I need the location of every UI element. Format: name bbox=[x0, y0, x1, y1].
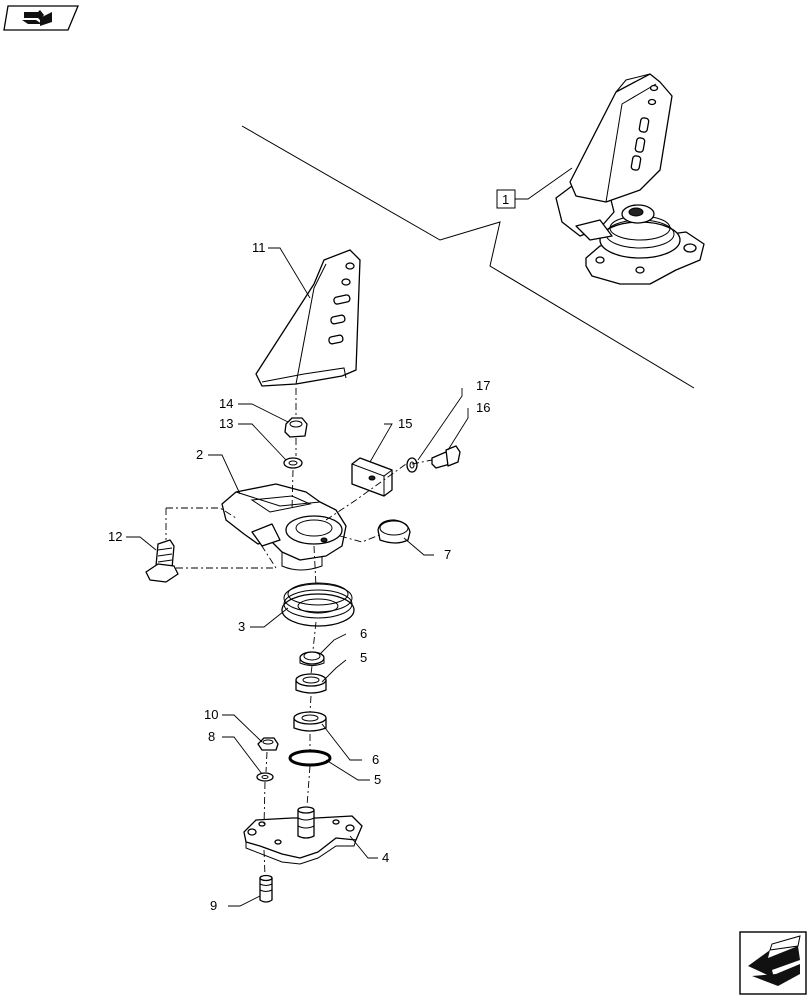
book-arrow-icon[interactable] bbox=[3, 5, 79, 31]
part-13-bolt bbox=[145, 539, 179, 583]
part-7-nut bbox=[299, 651, 325, 666]
callout-15: 14 bbox=[219, 396, 233, 411]
callout-8: 7 bbox=[444, 547, 451, 562]
part-2-clamp bbox=[221, 483, 347, 571]
callout-11: 10 bbox=[204, 707, 218, 722]
part-4-base-plate bbox=[243, 806, 363, 865]
callout-4: 4 bbox=[382, 850, 389, 865]
part-6-bearing-upper bbox=[295, 673, 327, 694]
part-18-washer bbox=[406, 457, 418, 473]
overview-separator-line bbox=[241, 125, 695, 389]
callout-5: 5 bbox=[374, 772, 381, 787]
part-3-spring bbox=[281, 582, 355, 627]
part-5-ring bbox=[288, 749, 332, 767]
assembly-lines bbox=[165, 388, 433, 877]
part-10-pin bbox=[259, 874, 273, 903]
callout-10: 9 bbox=[210, 898, 217, 913]
part-12-bracket bbox=[255, 249, 361, 387]
part-6-bearing-lower bbox=[293, 711, 327, 732]
callout-16: 15 bbox=[398, 416, 412, 431]
callout-18: 17 bbox=[476, 378, 490, 393]
part-9-washer bbox=[256, 772, 274, 782]
callout-7: 6 bbox=[360, 626, 367, 641]
part-8-plug bbox=[377, 519, 411, 544]
callout-9: 8 bbox=[208, 729, 215, 744]
part-11-nut bbox=[257, 737, 279, 751]
callout-2: 2 bbox=[196, 447, 203, 462]
callout-13: 12 bbox=[108, 529, 122, 544]
part-16-block bbox=[351, 457, 393, 497]
callout-17: 16 bbox=[476, 400, 490, 415]
callout-3: 3 bbox=[238, 619, 245, 634]
part-17-bolt bbox=[431, 445, 461, 469]
part-14-washer bbox=[283, 457, 303, 469]
assembly-overview: 1 bbox=[496, 73, 705, 285]
callout-labels: 11 14 13 2 15 17 16 12 7 3 6 5 6 5 10 8 … bbox=[108, 240, 490, 913]
callout-1: 1 bbox=[502, 192, 509, 207]
part-15-nut bbox=[284, 417, 308, 438]
callout-leaders bbox=[126, 247, 469, 907]
callout-6-lower: 6 bbox=[372, 752, 379, 767]
next-page-arrow-icon[interactable] bbox=[739, 931, 807, 995]
callout-12: 11 bbox=[252, 240, 266, 255]
callout-14: 13 bbox=[219, 416, 233, 431]
callout-6-upper: 5 bbox=[360, 650, 367, 665]
